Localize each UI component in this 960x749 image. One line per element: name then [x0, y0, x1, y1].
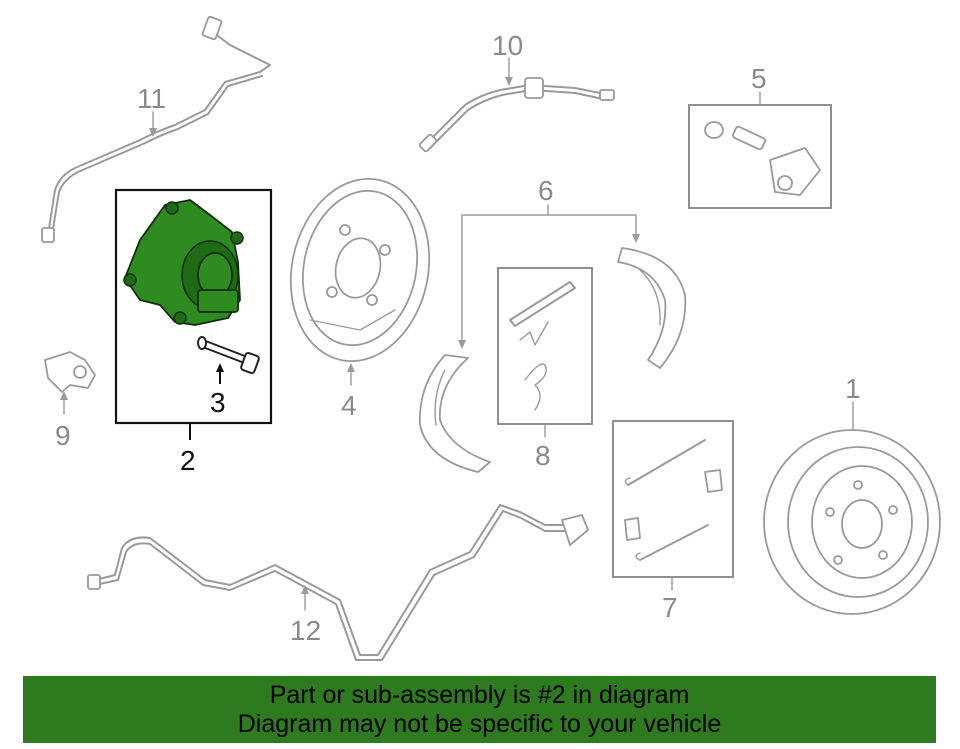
wheel-cylinder-5 [704, 121, 821, 196]
callout-1: 1 [845, 373, 861, 404]
adjuster-kit-8 [509, 281, 576, 411]
banner-line-2: Diagram may not be specific to your vehi… [237, 709, 722, 738]
parking-cable-10 [418, 77, 615, 153]
brake-line-11 [41, 15, 271, 243]
hub-assembly-2 [123, 199, 244, 326]
backing-plate-4 [289, 178, 431, 362]
banner-line-1: Part or sub-assembly is #2 in diagram [269, 680, 690, 709]
callout-5: 5 [751, 63, 767, 94]
callout-4: 4 [341, 390, 357, 421]
callout-7: 7 [662, 592, 678, 623]
callout-8: 8 [535, 440, 551, 471]
callout-9: 9 [55, 420, 71, 451]
bracket-6 [461, 214, 637, 346]
box-2 [114, 188, 273, 425]
callout-10: 10 [492, 30, 523, 61]
callout-2: 2 [180, 445, 196, 476]
sensor-9 [44, 351, 96, 393]
hardware-kit-7 [624, 439, 723, 561]
box-7 [612, 420, 734, 578]
brake-shoe-left [419, 354, 491, 473]
box-8 [497, 267, 593, 425]
brake-shoe-right [617, 247, 687, 369]
callout-6: 6 [538, 175, 554, 206]
bolt-3 [197, 336, 260, 375]
brake-line-12 [87, 504, 589, 661]
callout-12: 12 [290, 615, 321, 646]
brake-drum-1 [763, 429, 941, 615]
callout-3: 3 [210, 387, 226, 418]
info-banner: Part or sub-assembly is #2 in diagram Di… [23, 676, 936, 743]
callout-11: 11 [137, 83, 166, 114]
